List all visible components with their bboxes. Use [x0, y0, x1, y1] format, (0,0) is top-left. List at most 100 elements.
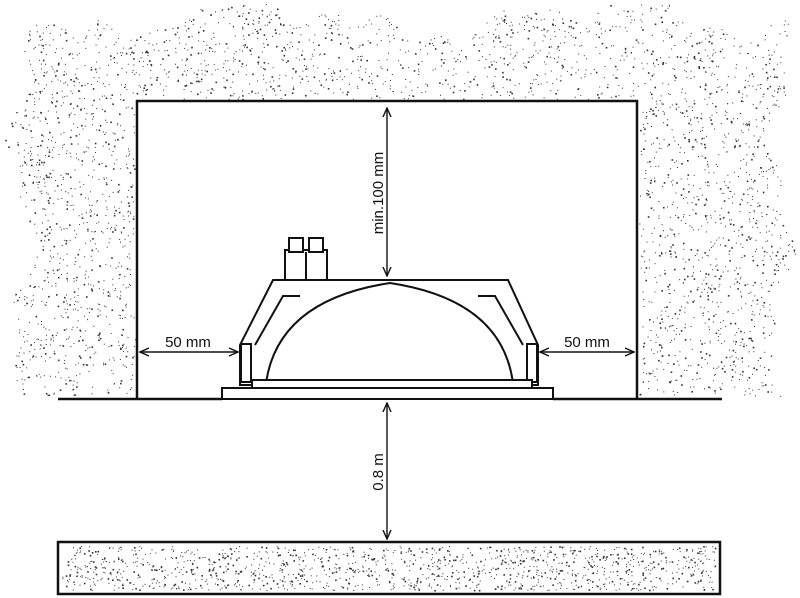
speckle-dot — [472, 581, 474, 583]
speckle-dot — [644, 178, 646, 179]
speckle-dot — [704, 84, 707, 86]
speckle-dot — [593, 69, 595, 70]
speckle-dot — [505, 558, 507, 560]
speckle-dot — [226, 43, 228, 45]
speckle-dot — [655, 100, 657, 102]
speckle-dot — [218, 558, 220, 561]
speckle-dot — [310, 575, 312, 577]
speckle-dot — [561, 546, 563, 549]
speckle-dot — [788, 244, 790, 246]
speckle-dot — [97, 24, 99, 26]
speckle-dot — [647, 123, 649, 125]
speckle-dot — [528, 57, 530, 59]
speckle-dot — [89, 562, 91, 564]
speckle-dot — [261, 95, 263, 97]
speckle-dot — [744, 394, 746, 396]
speckle-dot — [715, 332, 718, 335]
speckle-dot — [97, 335, 99, 336]
speckle-dot — [450, 586, 451, 588]
speckle-dot — [252, 588, 253, 590]
speckle-dot — [604, 30, 606, 32]
speckle-dot — [649, 111, 651, 112]
speckle-dot — [770, 167, 772, 169]
speckle-dot — [94, 68, 97, 71]
speckle-dot — [588, 98, 590, 100]
speckle-dot — [168, 71, 170, 73]
speckle-dot — [326, 582, 328, 584]
speckle-dot — [87, 230, 89, 232]
speckle-dot — [777, 195, 779, 197]
speckle-dot — [104, 110, 106, 113]
speckle-dot — [645, 170, 647, 171]
speckle-dot — [76, 68, 78, 70]
speckle-dot — [748, 365, 750, 367]
speckle-dot — [749, 218, 750, 220]
label-top-clearance: min.100 mm — [370, 152, 387, 235]
speckle-dot — [309, 587, 311, 589]
speckle-dot — [709, 249, 710, 251]
speckle-dot — [760, 84, 762, 85]
speckle-dot — [130, 212, 132, 214]
speckle-dot — [152, 44, 154, 46]
speckle-dot — [334, 567, 336, 569]
speckle-dot — [305, 68, 307, 70]
speckle-dot — [111, 227, 113, 228]
speckle-dot — [769, 63, 771, 64]
speckle-dot — [335, 579, 337, 581]
speckle-dot — [643, 299, 645, 300]
speckle-dot — [136, 92, 139, 95]
speckle-dot — [660, 345, 662, 347]
speckle-dot — [524, 66, 526, 68]
speckle-dot — [266, 16, 268, 18]
speckle-dot — [655, 577, 657, 578]
speckle-dot — [617, 13, 619, 15]
speckle-dot — [92, 386, 94, 388]
speckle-dot — [784, 264, 786, 266]
speckle-dot — [591, 555, 593, 558]
speckle-dot — [269, 14, 271, 16]
speckle-dot — [698, 551, 700, 553]
speckle-dot — [122, 364, 124, 366]
speckle-dot — [152, 566, 154, 568]
speckle-dot — [23, 149, 25, 151]
speckle-dot — [749, 238, 751, 240]
speckle-dot — [381, 68, 383, 70]
speckle-dot — [27, 152, 29, 154]
speckle-dot — [92, 156, 94, 158]
speckle-dot — [537, 75, 539, 76]
speckle-dot — [324, 37, 327, 39]
speckle-dot — [353, 571, 356, 573]
speckle-dot — [222, 549, 224, 551]
speckle-dot — [604, 567, 606, 569]
speckle-dot — [53, 146, 55, 148]
speckle-dot — [106, 206, 108, 208]
speckle-dot — [698, 552, 700, 554]
speckle-dot — [338, 567, 340, 569]
speckle-dot — [696, 288, 699, 291]
speckle-dot — [755, 239, 757, 241]
speckle-dot — [703, 562, 705, 564]
speckle-dot — [643, 342, 646, 345]
speckle-dot — [684, 116, 686, 117]
speckle-dot — [778, 265, 779, 267]
speckle-dot — [341, 79, 343, 81]
speckle-dot — [8, 146, 10, 148]
speckle-dot — [506, 33, 508, 36]
speckle-dot — [722, 140, 724, 142]
speckle-dot — [693, 317, 695, 319]
speckle-dot — [454, 559, 457, 562]
speckle-dot — [671, 229, 673, 231]
speckle-dot — [489, 546, 491, 549]
speckle-dot — [22, 165, 24, 167]
speckle-dot — [716, 302, 718, 304]
speckle-dot — [17, 142, 19, 144]
speckle-dot — [533, 44, 535, 46]
speckle-dot — [116, 579, 119, 581]
speckle-dot — [45, 305, 47, 306]
speckle-dot — [735, 278, 737, 280]
speckle-dot — [528, 16, 530, 18]
speckle-dot — [164, 585, 166, 587]
speckle-dot — [624, 27, 626, 29]
speckle-dot — [291, 585, 293, 587]
speckle-dot — [94, 142, 97, 145]
